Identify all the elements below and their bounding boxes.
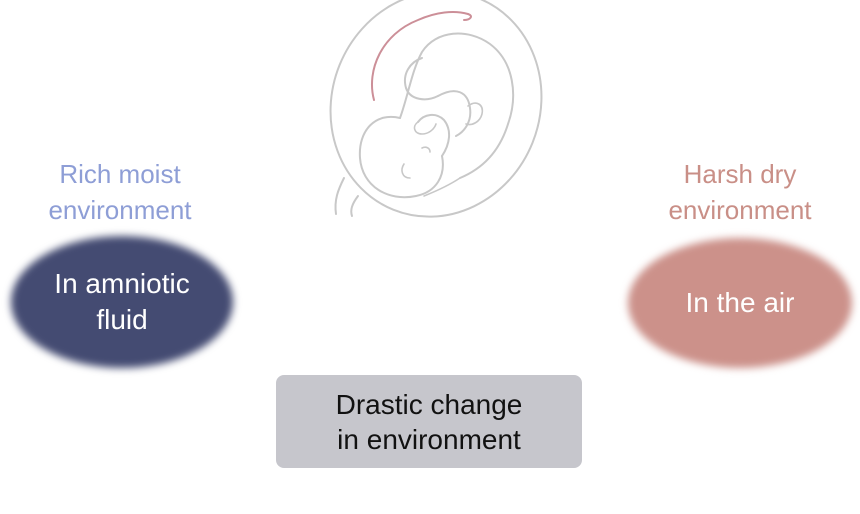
amniotic-fluid-line1: In amniotic [54,268,190,299]
umbilical-cord [423,177,461,197]
rich-moist-line1: Rich moist [59,159,181,189]
womb-inner-accent [463,13,472,21]
harsh-dry-line1: Harsh dry [683,159,797,189]
amniotic-fluid-blob-bg [11,236,233,368]
fetus-leg [404,57,439,101]
fetus-foot [465,102,484,126]
in-the-air-label: In the air [686,285,795,321]
harsh-dry-caption: Harsh dry environment [640,156,840,228]
drastic-change-box: Drastic change in environment [276,375,582,468]
fetus-in-womb-icon [329,0,543,218]
rich-moist-line2: environment [48,195,192,225]
in-the-air-blob-bg [628,238,852,368]
amniotic-fluid-line2: fluid [96,304,148,335]
drastic-change-line1: Drastic change [335,388,523,420]
fetus-arm [417,114,450,157]
fetus-head [358,115,444,199]
womb-inner-accent [370,11,469,101]
womb-outline [329,0,543,218]
fetus-hand [413,121,437,135]
in-the-air-line1: In the air [685,287,795,318]
rich-moist-caption: Rich moist environment [20,156,220,228]
drastic-change-line2: in environment [337,423,521,455]
harsh-dry-line2: environment [668,195,812,225]
cervix-line [334,177,345,215]
cervix-line [350,195,359,217]
fetus-back [399,32,515,179]
amniotic-fluid-blob: In amniotic fluid [11,236,233,368]
amniotic-fluid-label: In amniotic fluid [54,266,189,338]
fetus-ear [401,163,411,179]
fetus-eye [421,146,431,153]
in-the-air-blob: In the air [628,238,852,368]
fetus-leg [437,90,472,137]
